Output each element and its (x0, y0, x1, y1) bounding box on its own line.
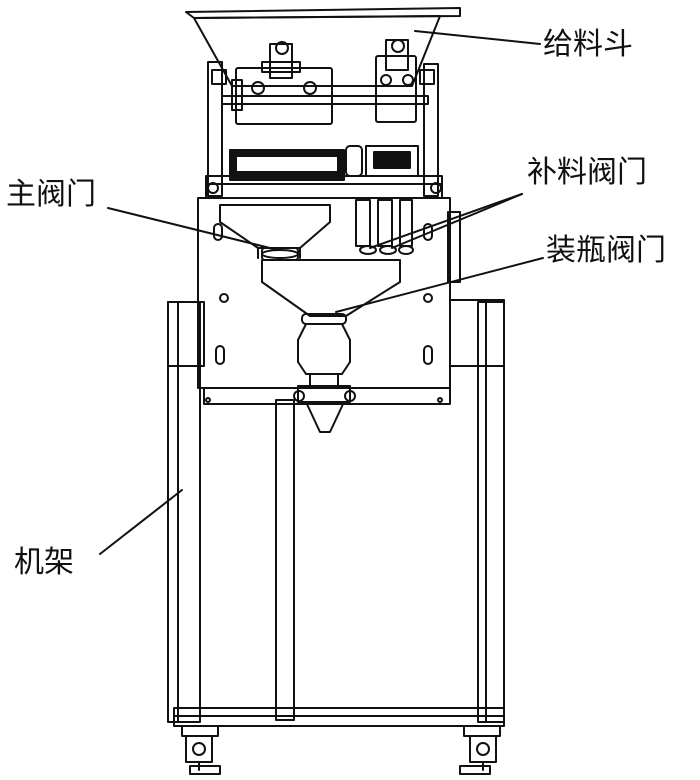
refill-valves (355, 199, 414, 255)
main-valve (261, 247, 299, 261)
label-main-valve: 主阀门 (6, 177, 96, 212)
upper-funnel (219, 204, 331, 259)
label-refill-valve: 补料阀门 (527, 155, 647, 190)
leader-lines (99, 30, 544, 555)
feed-hopper (185, 7, 461, 87)
label-bottling-valve: 装瓶阀门 (546, 233, 666, 268)
label-feed-hopper: 给料斗 (543, 27, 633, 62)
label-frame: 机架 (14, 545, 74, 580)
caster-left (181, 725, 221, 775)
drive-blocks (229, 145, 419, 181)
machine-frame (167, 299, 505, 727)
mount-plates (211, 39, 435, 125)
lower-funnel (261, 259, 401, 433)
caster-right (459, 725, 501, 775)
